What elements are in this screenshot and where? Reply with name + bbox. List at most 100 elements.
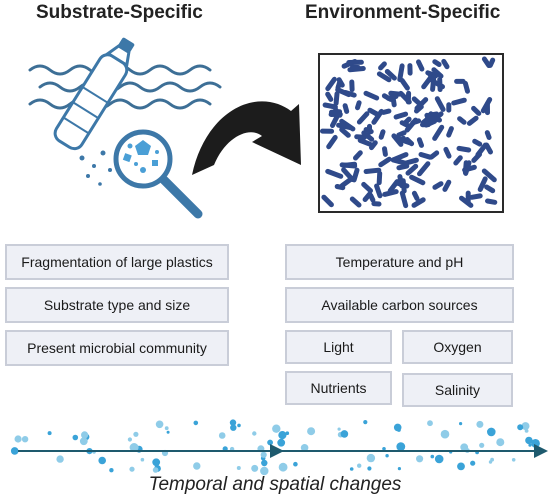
bacterium-rod: [424, 114, 442, 123]
timeline-dot: [460, 443, 469, 452]
bacterium-rod: [396, 163, 410, 171]
magnifying-glass-icon: [113, 129, 203, 219]
factor-box-oxygen: Oxygen: [402, 330, 513, 364]
timeline-dot: [385, 454, 389, 458]
bacterium-rod: [325, 76, 337, 92]
timeline-dot: [109, 468, 114, 473]
curved-arrow-icon: [192, 101, 301, 175]
timeline-dot: [476, 420, 484, 428]
bacterium-rod: [363, 90, 380, 101]
bacterium-rod: [416, 59, 425, 72]
factor-box-carbon-sources: Available carbon sources: [285, 287, 514, 323]
bacterium-rod: [376, 170, 383, 186]
bacterium-rod: [393, 111, 409, 120]
timeline-dot: [524, 429, 529, 433]
bacterium-rod: [441, 58, 450, 70]
bacterium-rod: [336, 122, 353, 131]
timeline-dot: [459, 422, 463, 426]
bacterium-rod: [339, 127, 351, 138]
bacterium-rod: [390, 97, 397, 108]
timeline-dot: [434, 454, 444, 464]
bacterium-rod: [335, 79, 343, 91]
bacterium-rod: [362, 191, 373, 202]
timeline-arrow-left: [18, 444, 284, 458]
timeline-dot: [251, 464, 259, 472]
bacterium-rod: [416, 137, 424, 148]
bacterium-rod: [399, 190, 409, 209]
timeline-dot: [79, 437, 88, 446]
bacterium-rod: [430, 73, 437, 92]
timeline-dot: [479, 442, 485, 448]
timeline-dot: [260, 466, 269, 476]
bacterium-rod: [396, 135, 406, 145]
bacterium-rod: [378, 156, 392, 168]
bacterium-rod: [432, 181, 444, 190]
bacterium-rod: [414, 97, 429, 111]
bacterium-rod: [487, 57, 496, 68]
bacterium-rod: [341, 59, 358, 69]
bacterium-rod: [434, 96, 446, 112]
bacterium-rod: [463, 160, 472, 176]
timeline-dot: [193, 462, 201, 470]
bacterium-rod: [418, 152, 433, 160]
bacterium-rod: [356, 111, 370, 125]
timeline-dot: [397, 467, 401, 471]
bacterium-rod: [462, 80, 470, 94]
timeline-dot: [272, 424, 281, 433]
timeline-dot: [393, 423, 402, 432]
timeline-dot: [237, 423, 241, 428]
bacterium-rod: [471, 105, 482, 116]
bacterium-rod: [384, 69, 397, 81]
timeline-dot: [278, 462, 288, 472]
bacterium-rod: [363, 127, 374, 135]
bacterium-rod: [349, 196, 362, 208]
bacterium-rod: [368, 193, 376, 203]
bacterium-rod: [329, 109, 343, 115]
timeline-dot: [416, 455, 424, 463]
bacterium-rod: [417, 161, 431, 177]
bacterium-rod: [432, 59, 442, 67]
timeline-dot: [363, 420, 368, 425]
timeline-arrow-right: [282, 444, 548, 458]
bacterium-rod: [481, 168, 497, 183]
timeline-dot: [260, 451, 267, 458]
bacterium-rod: [371, 108, 384, 125]
timeline-dot: [367, 466, 372, 471]
timeline-dot: [531, 439, 540, 448]
bacterium-rod: [353, 150, 363, 161]
bacterium-rod: [442, 179, 452, 192]
timeline-dot: [72, 434, 79, 441]
timeline-dot: [396, 442, 406, 451]
bacterium-rod: [453, 155, 463, 166]
bacterium-rod: [387, 179, 400, 194]
bacterium-rod: [363, 167, 382, 174]
bacterium-rod: [457, 116, 467, 125]
bacterium-rod: [355, 100, 362, 111]
timeline-dot: [267, 439, 273, 446]
timeline-dot: [293, 461, 298, 467]
bacterium-rod: [477, 176, 488, 192]
bacterium-rod: [354, 134, 367, 140]
timeline-dot: [511, 458, 516, 462]
bacterium-rod: [378, 129, 386, 140]
timeline-dot: [427, 420, 433, 427]
timeline-dot: [230, 424, 237, 431]
timeline-dot: [47, 431, 52, 436]
timeline-dot: [152, 467, 159, 473]
timeline-dot: [528, 443, 532, 447]
timeline-dot: [487, 427, 496, 437]
timeline-dot: [98, 456, 106, 465]
bacterium-rod: [443, 146, 452, 159]
timeline-dot: [490, 457, 494, 462]
bacterium-rod: [405, 163, 419, 176]
bacterium-rod: [480, 97, 493, 114]
bacterium-rod: [397, 63, 405, 82]
bacterium-rod: [472, 138, 483, 147]
plastic-bottle-icon: [53, 37, 135, 151]
bacterium-rod: [322, 102, 338, 110]
bacterium-rod: [342, 103, 350, 114]
timeline-dot: [236, 466, 241, 470]
bacterium-rod: [399, 77, 410, 91]
bacterium-rod: [423, 118, 437, 128]
timeline-dot: [300, 444, 309, 452]
